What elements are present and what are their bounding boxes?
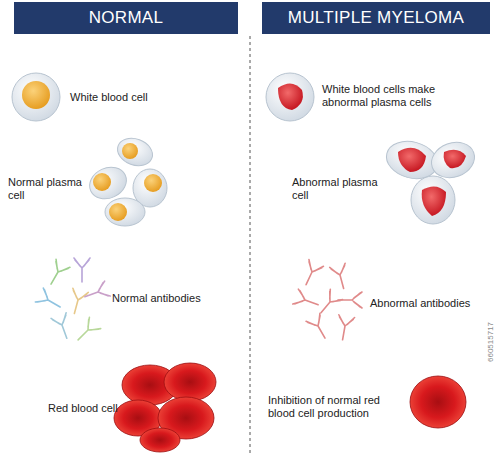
cell-label: Inhibition of normal red blood cell prod… <box>268 394 400 420</box>
cell-label: White blood cell <box>70 91 148 104</box>
header-band: NORMAL <box>14 2 238 34</box>
watermark: 660515717 <box>486 322 495 362</box>
cell-label: White blood cells make abnormal plasma c… <box>322 83 482 109</box>
header-band: MULTIPLE MYELOMA <box>262 2 490 34</box>
cell-label: Red blood cell <box>48 402 118 415</box>
cell-label: Normal antibodies <box>112 292 201 305</box>
cell-label: Abnormal plasma cell <box>292 176 392 202</box>
header-text: MULTIPLE MYELOMA <box>288 8 464 28</box>
cell-label: Normal plasma cell <box>8 176 84 202</box>
cell-label: Abnormal antibodies <box>370 297 470 310</box>
header-text: NORMAL <box>89 8 164 28</box>
